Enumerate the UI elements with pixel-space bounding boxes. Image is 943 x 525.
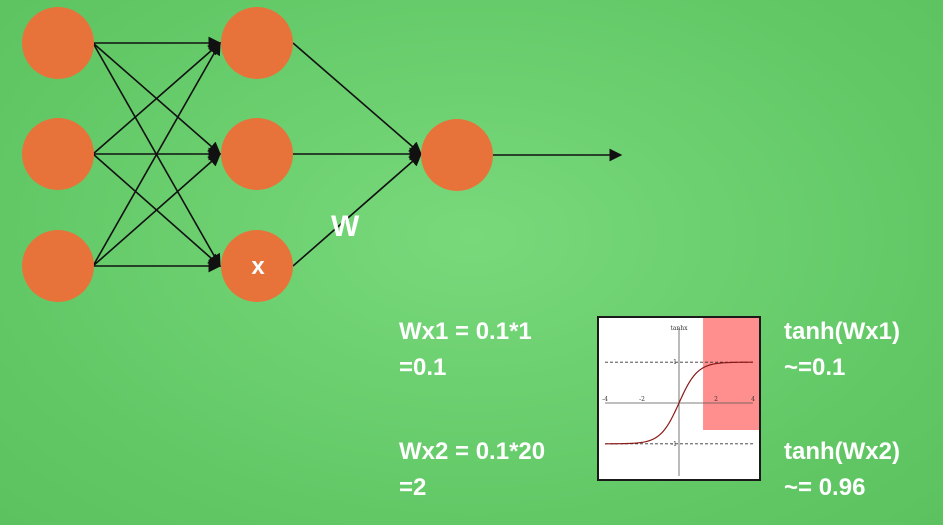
wx1-line1: Wx1 = 0.1*1 — [399, 318, 532, 345]
wx2-line2: =2 — [399, 474, 427, 501]
hidden-node-1 — [221, 7, 293, 79]
input-hidden-edges — [92, 36, 222, 273]
tanh-plot-svg: tanhx -4 -2 2 4 1 -1 — [602, 318, 759, 476]
tanh-plot: tanhx -4 -2 2 4 1 -1 — [597, 316, 761, 481]
x-tick-label: -2 — [639, 396, 645, 403]
weight-label: W — [331, 210, 360, 243]
edge-i2-h1 — [92, 42, 221, 155]
y-tick-label: -1 — [671, 441, 677, 448]
tanh-curve — [604, 361, 754, 445]
input-node-2 — [22, 118, 94, 190]
tanh2-result: tanh(Wx2) ~= 0.96 — [784, 438, 900, 502]
hidden-node-x-label: x — [251, 253, 265, 280]
tanh1-result: tanh(Wx1) ~=0.1 — [784, 318, 900, 382]
plot-title: tanhx — [670, 325, 688, 332]
wx2-equation: Wx2 = 0.1*20 =2 — [399, 438, 545, 502]
tanh1-line2: ~=0.1 — [784, 354, 846, 381]
wx2-line1: Wx2 = 0.1*20 — [399, 438, 546, 465]
input-node-1 — [22, 7, 94, 79]
y-tick-label: 1 — [673, 359, 677, 366]
saturation-highlight — [703, 318, 759, 430]
x-tick-labels: -4 -2 2 4 — [602, 396, 755, 403]
y-tick-labels: 1 -1 — [671, 359, 677, 448]
hidden-node-2 — [221, 118, 293, 190]
wx1-equation: Wx1 = 0.1*1 =0.1 — [399, 318, 532, 382]
output-node — [421, 119, 493, 191]
edge-h1-o — [292, 42, 422, 155]
tanh1-line1: tanh(Wx1) — [784, 318, 900, 345]
wx1-line2: =0.1 — [399, 354, 447, 381]
hidden-layer — [221, 7, 293, 302]
edge-h3-o — [292, 153, 422, 267]
edge-i3-h1 — [92, 41, 221, 267]
input-layer — [22, 7, 94, 302]
hidden-node-3 — [221, 230, 293, 302]
tanh2-line1: tanh(Wx2) — [784, 438, 900, 465]
edge-i3-h2 — [92, 153, 221, 267]
x-tick-label: 2 — [714, 396, 718, 403]
x-tick-label: -4 — [602, 396, 608, 403]
input-node-3 — [22, 230, 94, 302]
hidden-output-edges — [292, 42, 423, 267]
x-tick-label: 4 — [751, 396, 755, 403]
tanh2-line2: ~= 0.96 — [784, 474, 866, 501]
